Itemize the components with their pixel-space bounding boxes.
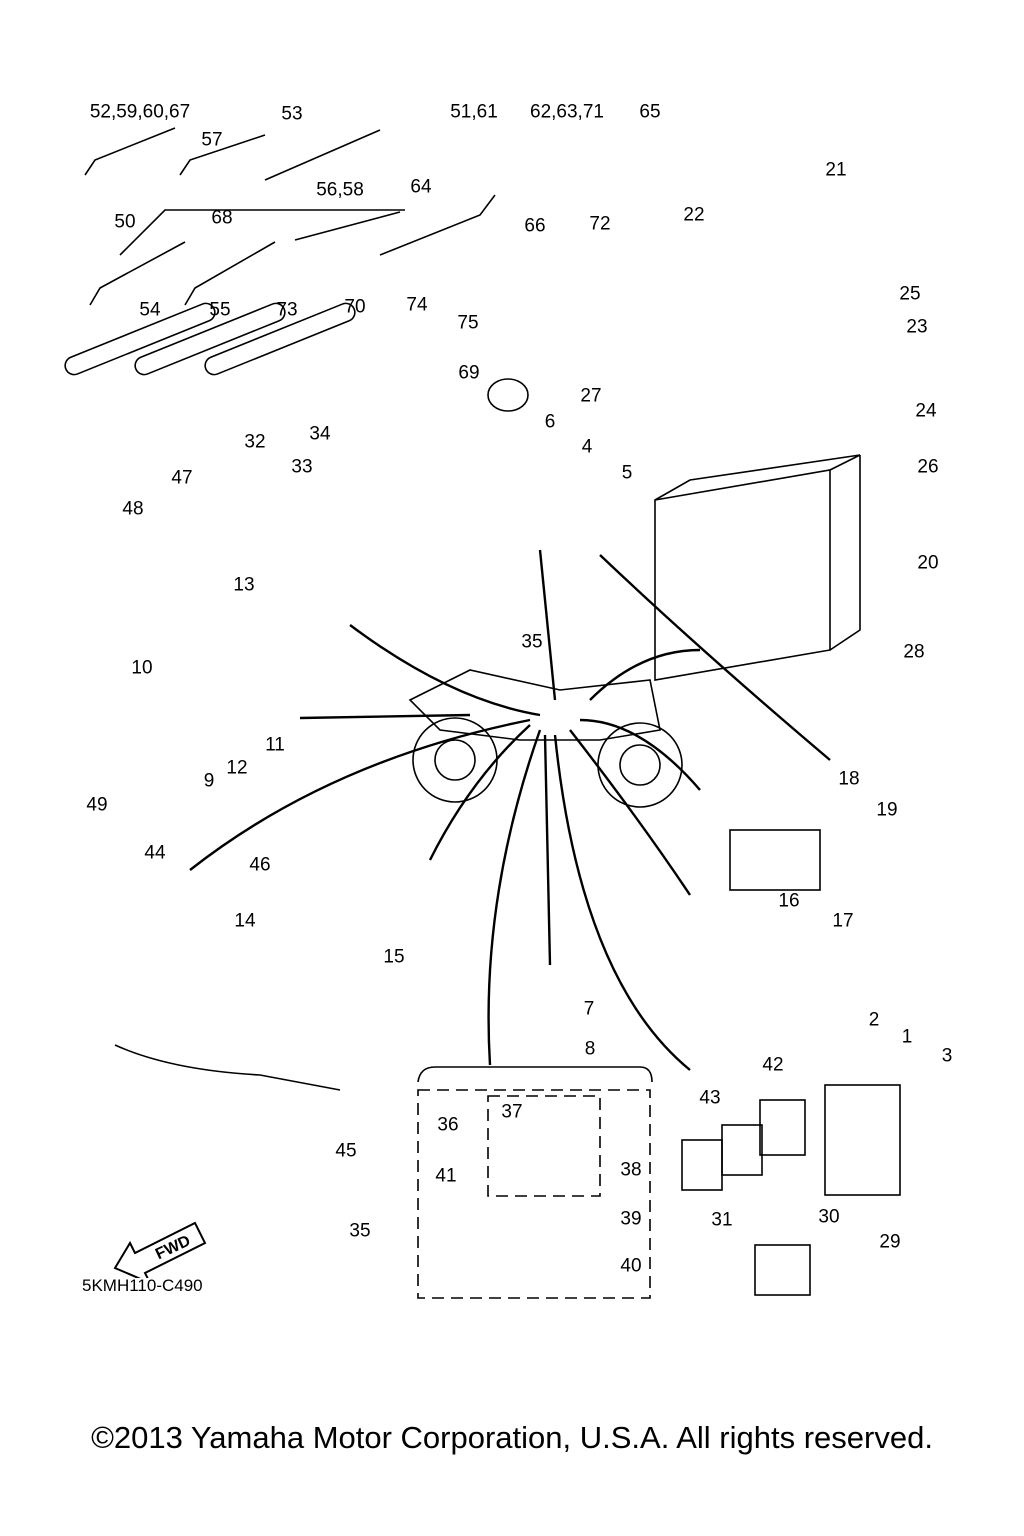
callout-label: 2 bbox=[868, 1009, 880, 1031]
callout-label: 51,61 bbox=[450, 101, 498, 123]
wire-harness-box bbox=[417, 1089, 651, 1299]
callout-label: 5 bbox=[621, 462, 633, 484]
callout-label: 56,58 bbox=[316, 179, 364, 201]
callout-label: 8 bbox=[584, 1038, 596, 1060]
callout-label: 53 bbox=[281, 103, 303, 125]
sub-harness bbox=[114, 1044, 341, 1091]
callout-label: 33 bbox=[291, 456, 313, 478]
callout-label: 29 bbox=[879, 1231, 901, 1253]
diagram-code: 5KMH110-C490 bbox=[82, 1276, 203, 1295]
callout-label: 54 bbox=[139, 299, 161, 321]
callout-label: 20 bbox=[917, 552, 939, 574]
callout-label: 66 bbox=[524, 215, 546, 237]
callout-label: 38 bbox=[620, 1159, 642, 1181]
callout-label: 74 bbox=[406, 294, 428, 316]
callout-label: 4 bbox=[581, 436, 593, 458]
tubes bbox=[64, 302, 356, 376]
callout-label: 27 bbox=[580, 385, 602, 407]
callout-label: 23 bbox=[906, 316, 928, 338]
callout-label: 19 bbox=[876, 799, 898, 821]
callout-label: 7 bbox=[583, 998, 595, 1020]
callout-label: 34 bbox=[309, 423, 331, 445]
callout-label: 62,63,71 bbox=[530, 101, 604, 123]
callout-label: 15 bbox=[383, 946, 405, 968]
callout-label: 24 bbox=[915, 400, 937, 422]
callout-label: 10 bbox=[131, 657, 153, 679]
callout-label: 31 bbox=[711, 1209, 733, 1231]
callout-label: 3 bbox=[941, 1045, 953, 1067]
callout-label: 45 bbox=[335, 1140, 357, 1162]
callout-label: 32 bbox=[244, 431, 266, 453]
callout-label: 73 bbox=[276, 299, 298, 321]
callout-label: 64 bbox=[410, 176, 432, 198]
callout-label: 65 bbox=[639, 101, 661, 123]
callout-label: 50 bbox=[114, 211, 136, 233]
callout-label: 55 bbox=[209, 299, 231, 321]
callout-label: 17 bbox=[832, 910, 854, 932]
callout-label: 44 bbox=[144, 842, 166, 864]
callout-label: 46 bbox=[249, 854, 271, 876]
callout-label: 69 bbox=[458, 362, 480, 384]
o-ring bbox=[487, 378, 529, 412]
callout-label: 40 bbox=[620, 1255, 642, 1277]
callout-label: 36 bbox=[437, 1114, 459, 1136]
callout-label: 43 bbox=[699, 1087, 721, 1109]
callout-label: 26 bbox=[917, 456, 939, 478]
callout-label: 57 bbox=[201, 129, 223, 151]
connection-lines bbox=[189, 549, 831, 1071]
callout-label: 21 bbox=[825, 159, 847, 181]
callout-label: 13 bbox=[233, 574, 255, 596]
callout-label: 18 bbox=[838, 768, 860, 790]
callout-label: 22 bbox=[683, 204, 705, 226]
callout-label: 42 bbox=[762, 1054, 784, 1076]
copyright-notice: ©2013 Yamaha Motor Corporation, U.S.A. A… bbox=[91, 1420, 933, 1455]
callout-label: 28 bbox=[903, 641, 925, 663]
callout-label: 16 bbox=[778, 890, 800, 912]
callout-label: 35 bbox=[349, 1220, 371, 1242]
callout-label: 6 bbox=[544, 411, 556, 433]
bracket bbox=[417, 1066, 653, 1083]
callout-label: 37 bbox=[501, 1101, 523, 1123]
callout-label: 39 bbox=[620, 1208, 642, 1230]
callout-label: 35 bbox=[521, 631, 543, 653]
callout-label: 12 bbox=[226, 757, 248, 779]
callout-label: 48 bbox=[122, 498, 144, 520]
callout-label: 75 bbox=[457, 312, 479, 334]
fwd-arrow-logo: FWD bbox=[113, 1221, 207, 1278]
callout-label: 49 bbox=[86, 794, 108, 816]
callout-label: 9 bbox=[203, 770, 215, 792]
callout-label: 68 bbox=[211, 207, 233, 229]
callout-label: 1 bbox=[901, 1026, 913, 1048]
callout-label: 41 bbox=[435, 1165, 457, 1187]
callout-label: 72 bbox=[589, 213, 611, 235]
cable-ties bbox=[84, 127, 496, 306]
callout-label: 47 bbox=[171, 467, 193, 489]
callout-label: 11 bbox=[265, 734, 285, 756]
relay-components bbox=[681, 829, 901, 1296]
callout-label: 52,59,60,67 bbox=[89, 101, 191, 123]
battery bbox=[654, 454, 861, 681]
callout-label: 25 bbox=[899, 283, 921, 305]
callout-label: 14 bbox=[234, 910, 256, 932]
callout-label: 30 bbox=[818, 1206, 840, 1228]
callout-label: 70 bbox=[344, 296, 366, 318]
